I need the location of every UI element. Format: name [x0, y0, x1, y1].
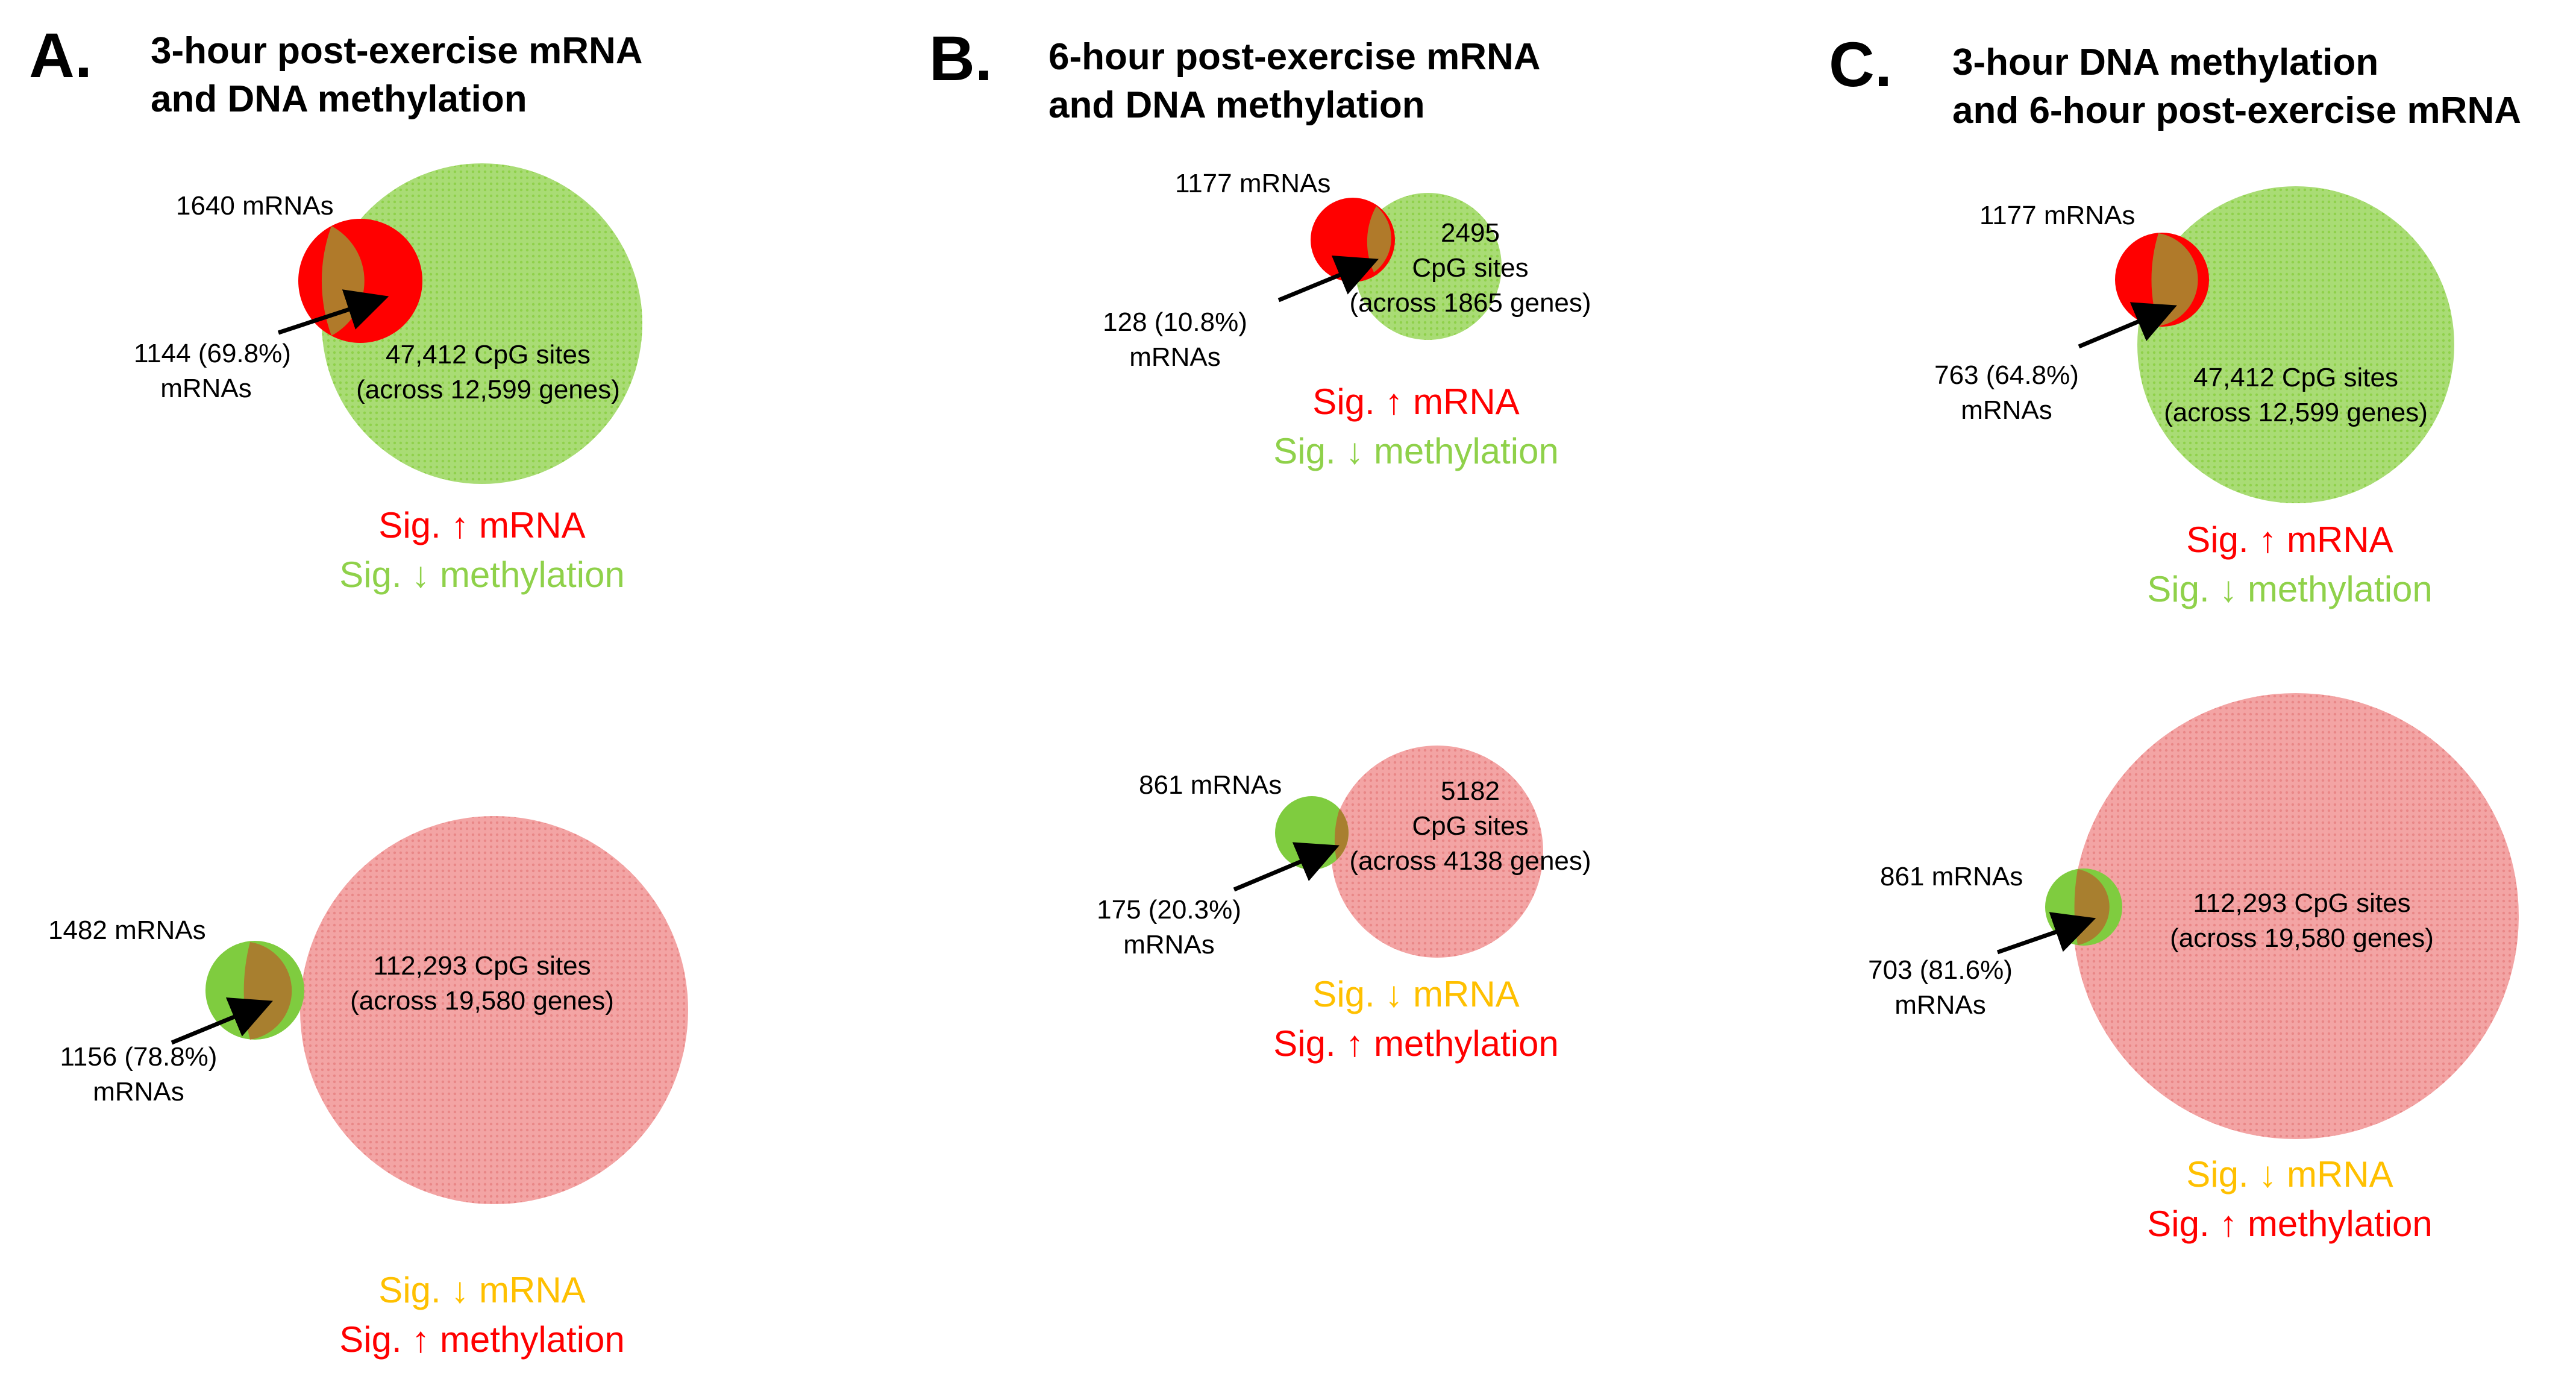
small-circle-label: 1640 mRNAs	[176, 191, 334, 221]
panel-title: 6-hour post-exercise mRNA and DNA methyl…	[1048, 33, 1541, 130]
large-circle-label-line: (across 4138 genes)	[1349, 846, 1591, 876]
overlap-label: 703 (81.6%) mRNAs	[1868, 953, 2013, 1023]
overlap-unit: mRNAs	[1894, 990, 1986, 1020]
caption-mrna: Sig. ↓ mRNA	[378, 1270, 586, 1310]
pointer-arrow	[171, 997, 273, 1045]
large-circle-label-line: (across 19,580 genes)	[2170, 923, 2434, 953]
panel-title: 3-hour post-exercise mRNA and DNA methyl…	[151, 27, 643, 124]
overlap-unit: mRNAs	[160, 374, 252, 403]
panel-title-line: and DNA methylation	[151, 78, 527, 120]
panel-title: 3-hour DNA methylation and 6-hour post-e…	[1952, 39, 2521, 135]
large-circle-methylation	[300, 816, 688, 1204]
caption-mrna: Sig. ↓ mRNA	[2186, 1154, 2393, 1195]
panel-letter: A.	[29, 20, 92, 91]
overlap-unit: mRNAs	[1961, 395, 2052, 425]
pointer-arrow	[1996, 912, 2096, 955]
large-circle-methylation	[2137, 186, 2454, 503]
large-circle-label: 5182 CpG sites (across 4138 genes)	[1344, 774, 1597, 879]
overlap-label: 175 (20.3%) mRNAs	[1097, 893, 1241, 962]
venn-caption: Sig. ↑ mRNA Sig. ↓ methylation	[307, 501, 657, 600]
caption-methylation: Sig. ↓ methylation	[339, 554, 625, 595]
caption-methylation: Sig. ↓ methylation	[2147, 569, 2433, 609]
large-circle-label-line: 112,293 CpG sites	[373, 951, 591, 981]
caption-mrna: Sig. ↑ mRNA	[1312, 382, 1520, 422]
panel-title-line: 6-hour post-exercise mRNA	[1048, 36, 1541, 78]
venn-graphics	[1996, 186, 2519, 1139]
large-circle-label: 112,293 CpG sites (across 19,580 genes)	[325, 949, 639, 1019]
overlap-count: 763 (64.8%)	[1934, 360, 2079, 390]
small-circle-label: 861 mRNAs	[1139, 770, 1282, 800]
large-circle-label-line: 47,412 CpG sites	[2193, 363, 2398, 392]
caption-methylation: Sig. ↑ methylation	[2147, 1204, 2433, 1244]
large-circle-label: 47,412 CpG sites (across 12,599 genes)	[2145, 360, 2446, 430]
caption-mrna: Sig. ↑ mRNA	[378, 505, 586, 545]
panel-title-line: 3-hour DNA methylation	[1952, 42, 2379, 83]
venn-graphics	[171, 163, 688, 1204]
panel-title-line: and DNA methylation	[1048, 84, 1425, 126]
overlap-unit: mRNAs	[1123, 930, 1215, 959]
large-circle-label: 2495 CpG sites (across 1865 genes)	[1344, 216, 1597, 321]
large-circle-label-line: (across 12,599 genes)	[2164, 398, 2428, 427]
overlap-count: 128 (10.8%)	[1103, 307, 1247, 337]
large-circle-label: 47,412 CpG sites (across 12,599 genes)	[337, 338, 639, 407]
venn-caption: Sig. ↑ mRNA Sig. ↓ methylation	[1241, 377, 1591, 476]
overlap-count: 1156 (78.8%)	[60, 1042, 218, 1072]
large-circle-methylation	[1331, 746, 1543, 958]
overlap-count: 175 (20.3%)	[1097, 895, 1241, 925]
panel-title-line: 3-hour post-exercise mRNA	[151, 30, 643, 72]
panel-letter: B.	[929, 24, 992, 94]
panel-c: C. 3-hour DNA methylation and 6-hour pos…	[1723, 0, 2576, 1388]
caption-methylation: Sig. ↓ methylation	[1273, 431, 1559, 471]
overlap-label: 763 (64.8%) mRNAs	[1934, 358, 2079, 428]
large-circle-label-line: 47,412 CpG sites	[386, 340, 591, 369]
pointer-arrow	[277, 289, 389, 335]
venn-caption: Sig. ↑ mRNA Sig. ↓ methylation	[2115, 515, 2465, 614]
small-circle-label: 1177 mRNAs	[1175, 169, 1331, 198]
large-circle-methylation	[2073, 693, 2519, 1139]
caption-mrna: Sig. ↑ mRNA	[2186, 520, 2393, 560]
pointer-arrow	[1277, 255, 1379, 303]
large-circle-label: 112,293 CpG sites (across 19,580 genes)	[2145, 886, 2458, 956]
caption-methylation: Sig. ↑ methylation	[1273, 1023, 1559, 1064]
caption-methylation: Sig. ↑ methylation	[339, 1319, 625, 1360]
small-circle-label: 1482 mRNAs	[48, 915, 206, 945]
panel-a: A. 3-hour post-exercise mRNA and DNA met…	[0, 0, 856, 1388]
overlap-unit: mRNAs	[1129, 342, 1221, 372]
pointer-arrow	[2078, 302, 2177, 349]
venn-caption: Sig. ↓ mRNA Sig. ↑ methylation	[307, 1266, 657, 1364]
large-circle-label-line: (across 19,580 genes)	[350, 986, 614, 1016]
overlap-unit: mRNAs	[93, 1077, 184, 1107]
venn-graphics	[1233, 193, 1543, 958]
overlap-count: 703 (81.6%)	[1868, 955, 2013, 985]
overlap-label: 1144 (69.8%) mRNAs	[134, 336, 291, 406]
large-circle-label-line: CpG sites	[1412, 253, 1529, 283]
large-circle-label-line: 2495	[1441, 218, 1500, 248]
panel-title-line: and 6-hour post-exercise mRNA	[1952, 90, 2521, 131]
overlap-label: 1156 (78.8%) mRNAs	[48, 1040, 229, 1110]
large-circle-label-line: (across 12,599 genes)	[356, 375, 620, 404]
overlap-count: 1144 (69.8%)	[134, 339, 291, 368]
large-circle-label-line: CpG sites	[1412, 811, 1529, 841]
small-circle-label: 1177 mRNAs	[1979, 201, 2136, 230]
venn-caption: Sig. ↓ mRNA Sig. ↑ methylation	[1241, 970, 1591, 1069]
large-circle-label-line: (across 1865 genes)	[1349, 288, 1591, 318]
pointer-arrow	[1233, 842, 1340, 892]
overlap-label: 128 (10.8%) mRNAs	[1103, 305, 1247, 375]
large-circle-label-line: 5182	[1441, 776, 1500, 806]
venn-caption: Sig. ↓ mRNA Sig. ↑ methylation	[2115, 1150, 2465, 1249]
large-circle-label-line: 112,293 CpG sites	[2193, 888, 2411, 918]
panel-letter: C.	[1829, 30, 1892, 100]
small-circle-label: 861 mRNAs	[1880, 862, 2023, 891]
panel-b: B. 6-hour post-exercise mRNA and DNA met…	[862, 0, 1717, 1388]
caption-mrna: Sig. ↓ mRNA	[1312, 974, 1520, 1014]
